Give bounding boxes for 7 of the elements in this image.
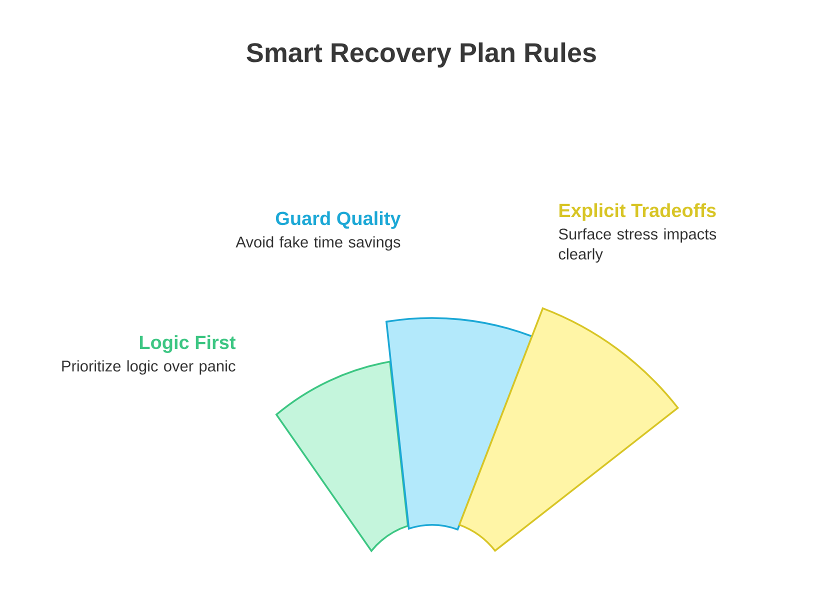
segment-description: Avoid fake time savings bbox=[236, 236, 400, 251]
segment-title: Logic First bbox=[140, 335, 236, 353]
title: Smart Recovery Plan Rules bbox=[246, 42, 596, 68]
segment-description: Prioritize logic over panic bbox=[62, 360, 236, 375]
segment-title: Guard Quality bbox=[276, 211, 401, 229]
segment-title: Explicit Tradeoffs bbox=[559, 203, 716, 221]
segment-description: Surface stress impacts clearly bbox=[558, 228, 716, 263]
